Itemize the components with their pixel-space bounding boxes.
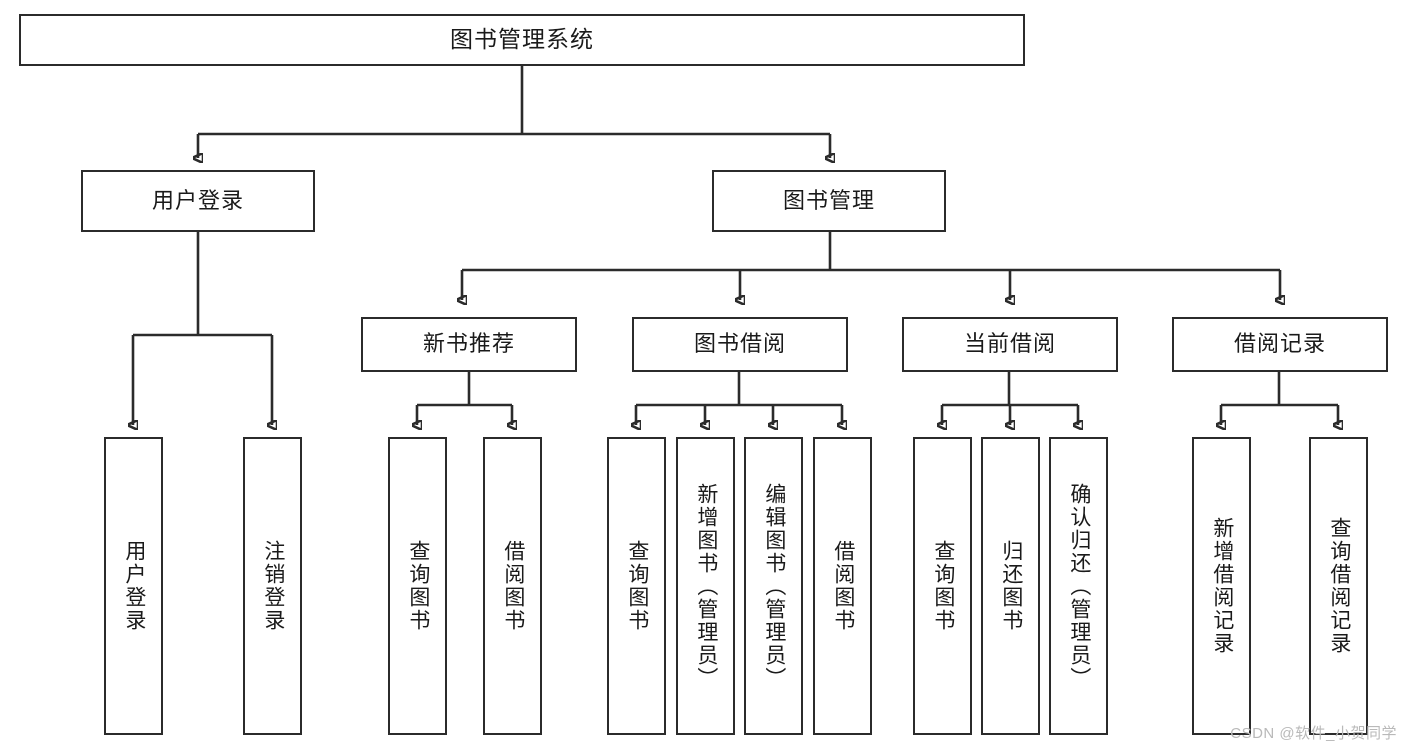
leaf-add-book-admin-label: 新增图书（管理员） bbox=[694, 482, 718, 690]
leaf-query-borrow-record[interactable]: 查询借阅记录 bbox=[1309, 437, 1368, 735]
node-new-book-recommend-label: 新书推荐 bbox=[422, 331, 515, 357]
root-node[interactable]: 图书管理系统 bbox=[19, 14, 1025, 66]
node-borrow-record-label: 借阅记录 bbox=[1233, 331, 1326, 357]
leaf-return-book[interactable]: 归还图书 bbox=[981, 437, 1040, 735]
leaf-logout-label: 注销登录 bbox=[261, 540, 285, 632]
leaf-confirm-return-admin-label: 确认归还（管理员） bbox=[1067, 482, 1091, 690]
node-new-book-recommend[interactable]: 新书推荐 bbox=[361, 317, 577, 372]
leaf-borrow-book-1-label: 借阅图书 bbox=[501, 540, 525, 632]
leaf-query-book-3[interactable]: 查询图书 bbox=[913, 437, 972, 735]
leaf-borrow-book-2-label: 借阅图书 bbox=[831, 540, 855, 632]
leaf-user-login[interactable]: 用户登录 bbox=[104, 437, 163, 735]
leaf-return-book-label: 归还图书 bbox=[999, 540, 1023, 632]
leaf-add-borrow-record-label: 新增借阅记录 bbox=[1210, 517, 1234, 655]
leaf-query-book-2-label: 查询图书 bbox=[625, 540, 649, 632]
leaf-query-book-1[interactable]: 查询图书 bbox=[388, 437, 447, 735]
node-current-borrow-label: 当前借阅 bbox=[963, 331, 1056, 357]
node-borrow-record[interactable]: 借阅记录 bbox=[1172, 317, 1388, 372]
leaf-add-book-admin[interactable]: 新增图书（管理员） bbox=[676, 437, 735, 735]
leaf-query-borrow-record-label: 查询借阅记录 bbox=[1327, 517, 1351, 655]
leaf-edit-book-admin-label: 编辑图书（管理员） bbox=[762, 482, 786, 690]
leaf-borrow-book-2[interactable]: 借阅图书 bbox=[813, 437, 872, 735]
leaf-query-book-2[interactable]: 查询图书 bbox=[607, 437, 666, 735]
leaf-query-book-1-label: 查询图书 bbox=[406, 540, 430, 632]
node-book-borrow-label: 图书借阅 bbox=[693, 331, 786, 357]
node-book-management[interactable]: 图书管理 bbox=[712, 170, 946, 232]
root-node-label: 图书管理系统 bbox=[450, 26, 594, 53]
leaf-edit-book-admin[interactable]: 编辑图书（管理员） bbox=[744, 437, 803, 735]
node-user-login[interactable]: 用户登录 bbox=[81, 170, 315, 232]
leaf-logout[interactable]: 注销登录 bbox=[243, 437, 302, 735]
leaf-query-book-3-label: 查询图书 bbox=[931, 540, 955, 632]
leaf-add-borrow-record[interactable]: 新增借阅记录 bbox=[1192, 437, 1251, 735]
node-book-borrow[interactable]: 图书借阅 bbox=[632, 317, 848, 372]
leaf-borrow-book-1[interactable]: 借阅图书 bbox=[483, 437, 542, 735]
node-book-management-label: 图书管理 bbox=[782, 187, 875, 213]
leaf-confirm-return-admin[interactable]: 确认归还（管理员） bbox=[1049, 437, 1108, 735]
node-current-borrow[interactable]: 当前借阅 bbox=[902, 317, 1118, 372]
leaf-user-login-label: 用户登录 bbox=[122, 540, 146, 632]
node-user-login-label: 用户登录 bbox=[151, 187, 244, 213]
